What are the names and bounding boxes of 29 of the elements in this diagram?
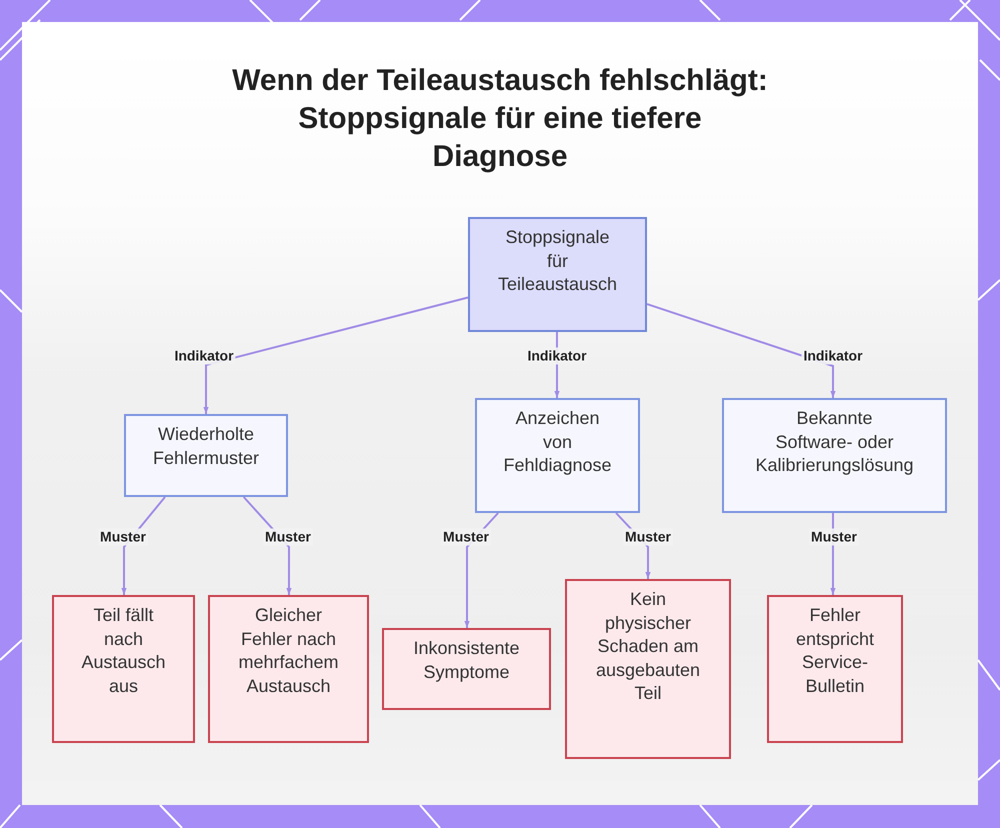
node-text: Inkonsistente Symptome xyxy=(412,637,521,684)
root-signal-box xyxy=(468,217,647,332)
indicator-box xyxy=(722,398,947,513)
indicator-box xyxy=(475,398,640,513)
node-text: Kein physischer Schaden am ausgebauten Teil xyxy=(594,588,702,705)
connector-arrow xyxy=(646,303,836,398)
node-text: Fehler entspricht Service-Bulletin xyxy=(794,604,876,698)
edge-label: Muster xyxy=(623,528,673,546)
pattern-box xyxy=(382,628,551,710)
pattern-box xyxy=(52,595,195,743)
connector-arrow xyxy=(203,296,468,414)
edge-label: Indikator xyxy=(172,348,236,364)
pattern-box xyxy=(565,579,731,759)
pattern-box xyxy=(767,595,903,743)
node-text: Stoppsignale für Teileaustausch xyxy=(496,226,618,296)
edge-label: Muster xyxy=(263,528,313,546)
node-text: Wiederholte Fehlermuster xyxy=(152,423,260,470)
node-text: Teil fällt nach Austausch aus xyxy=(80,604,167,698)
edge-label: Muster xyxy=(441,528,491,546)
edge-label: Indikator xyxy=(525,348,589,364)
diagram-title: Wenn der Teileaustausch fehlschlägt: Stoppsignale für eine tiefere Diagnose xyxy=(231,63,769,175)
node-text: Gleicher Fehler nach mehrfachem Austausch xyxy=(237,604,340,698)
pattern-box xyxy=(208,595,369,743)
edge-label: Muster xyxy=(809,528,859,546)
node-text: Bekannte Software- oder Kalibrierungslösung xyxy=(754,407,915,477)
node-text: Anzeichen von Fehldiagnose xyxy=(502,407,613,477)
edge-label: Muster xyxy=(98,528,148,546)
edge-label: Indikator xyxy=(801,348,865,364)
indicator-box xyxy=(124,414,288,497)
